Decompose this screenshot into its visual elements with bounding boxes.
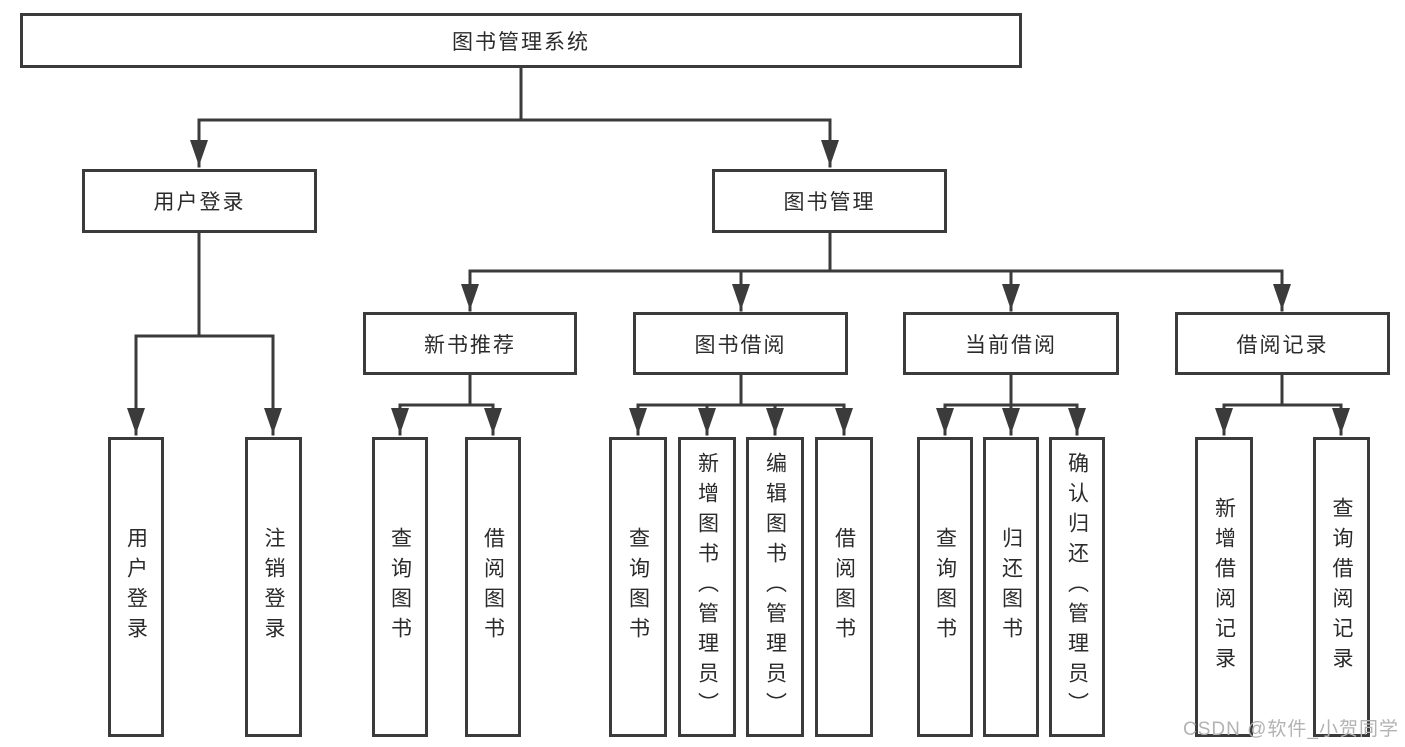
- node-label: 查询借阅记录: [1330, 497, 1353, 677]
- node-label: 新增图书（管理员）: [695, 452, 719, 722]
- node-label: 新增借阅记录: [1212, 497, 1236, 677]
- node-label: 归还图书: [999, 527, 1023, 647]
- node-search-books-recommend: 查询图书: [372, 437, 428, 737]
- node-label: 查询图书: [933, 527, 957, 647]
- node-label: 用户登录: [124, 527, 148, 647]
- node-add-book-admin: 新增图书（管理员）: [678, 437, 736, 737]
- csdn-watermark: CSDN @软件_小贺同学: [1183, 719, 1399, 740]
- node-label: 借阅图书: [481, 527, 505, 647]
- node-user-login: 用户登录: [82, 169, 317, 233]
- node-search-borrow-record: 查询借阅记录: [1313, 437, 1370, 737]
- node-borrowing-records: 借阅记录: [1175, 312, 1390, 375]
- node-search-books-current: 查询图书: [917, 437, 973, 737]
- node-book-management: 图书管理: [712, 169, 947, 233]
- node-label: 注销登录: [262, 527, 285, 647]
- node-current-borrowing: 当前借阅: [903, 312, 1119, 375]
- node-label: 确认归还（管理员）: [1065, 452, 1089, 722]
- node-confirm-return-admin: 确认归还（管理员）: [1049, 437, 1105, 737]
- node-return-books: 归还图书: [983, 437, 1039, 737]
- node-book-borrowing: 图书借阅: [633, 312, 848, 375]
- node-label: 借阅图书: [832, 527, 856, 647]
- node-add-borrow-record: 新增借阅记录: [1195, 437, 1253, 737]
- node-logout: 注销登录: [245, 437, 302, 737]
- node-label: 查询图书: [388, 527, 412, 647]
- node-label: 查询图书: [626, 527, 650, 647]
- node-new-book-recommendation: 新书推荐: [363, 312, 577, 375]
- node-library-management-system: 图书管理系统: [20, 13, 1022, 68]
- node-user-login-leaf: 用户登录: [108, 437, 164, 737]
- node-search-books-borrow: 查询图书: [609, 437, 667, 737]
- node-borrow-books-recommend: 借阅图书: [465, 437, 521, 737]
- node-edit-book-admin: 编辑图书（管理员）: [746, 437, 804, 737]
- node-borrow-books: 借阅图书: [815, 437, 873, 737]
- node-label: 编辑图书（管理员）: [763, 452, 787, 722]
